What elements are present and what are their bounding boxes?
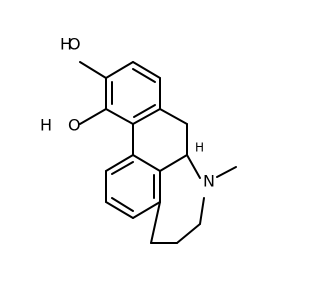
hydroxyl-h-bottom: H [40, 116, 52, 135]
bond [132, 61, 161, 79]
hydroxyl-o-bottom: O [68, 116, 81, 135]
molecule-canvas: O H O H N H [40, 34, 237, 244]
bond [133, 104, 156, 118]
bond [216, 166, 237, 178]
molecule-structure: O H O H N H [40, 35, 237, 244]
bond [105, 61, 134, 79]
bond [132, 154, 161, 172]
bond [132, 108, 161, 125]
bond [111, 161, 134, 175]
hydroxyl-h-top: H [60, 35, 72, 54]
stereo-h: H [195, 141, 204, 155]
bond [186, 154, 201, 179]
bond [132, 68, 156, 83]
amine-n: N [203, 172, 215, 191]
bond [105, 108, 134, 125]
bond [132, 201, 161, 219]
bond [159, 108, 188, 125]
bond [105, 154, 134, 172]
bond [150, 201, 161, 244]
bond [105, 201, 134, 219]
bond [111, 197, 134, 212]
bond [79, 61, 107, 79]
bond [176, 223, 201, 244]
bond [159, 154, 188, 172]
bond [79, 108, 107, 125]
hydroxyl-o-top: O [68, 35, 81, 54]
bond [199, 197, 205, 225]
